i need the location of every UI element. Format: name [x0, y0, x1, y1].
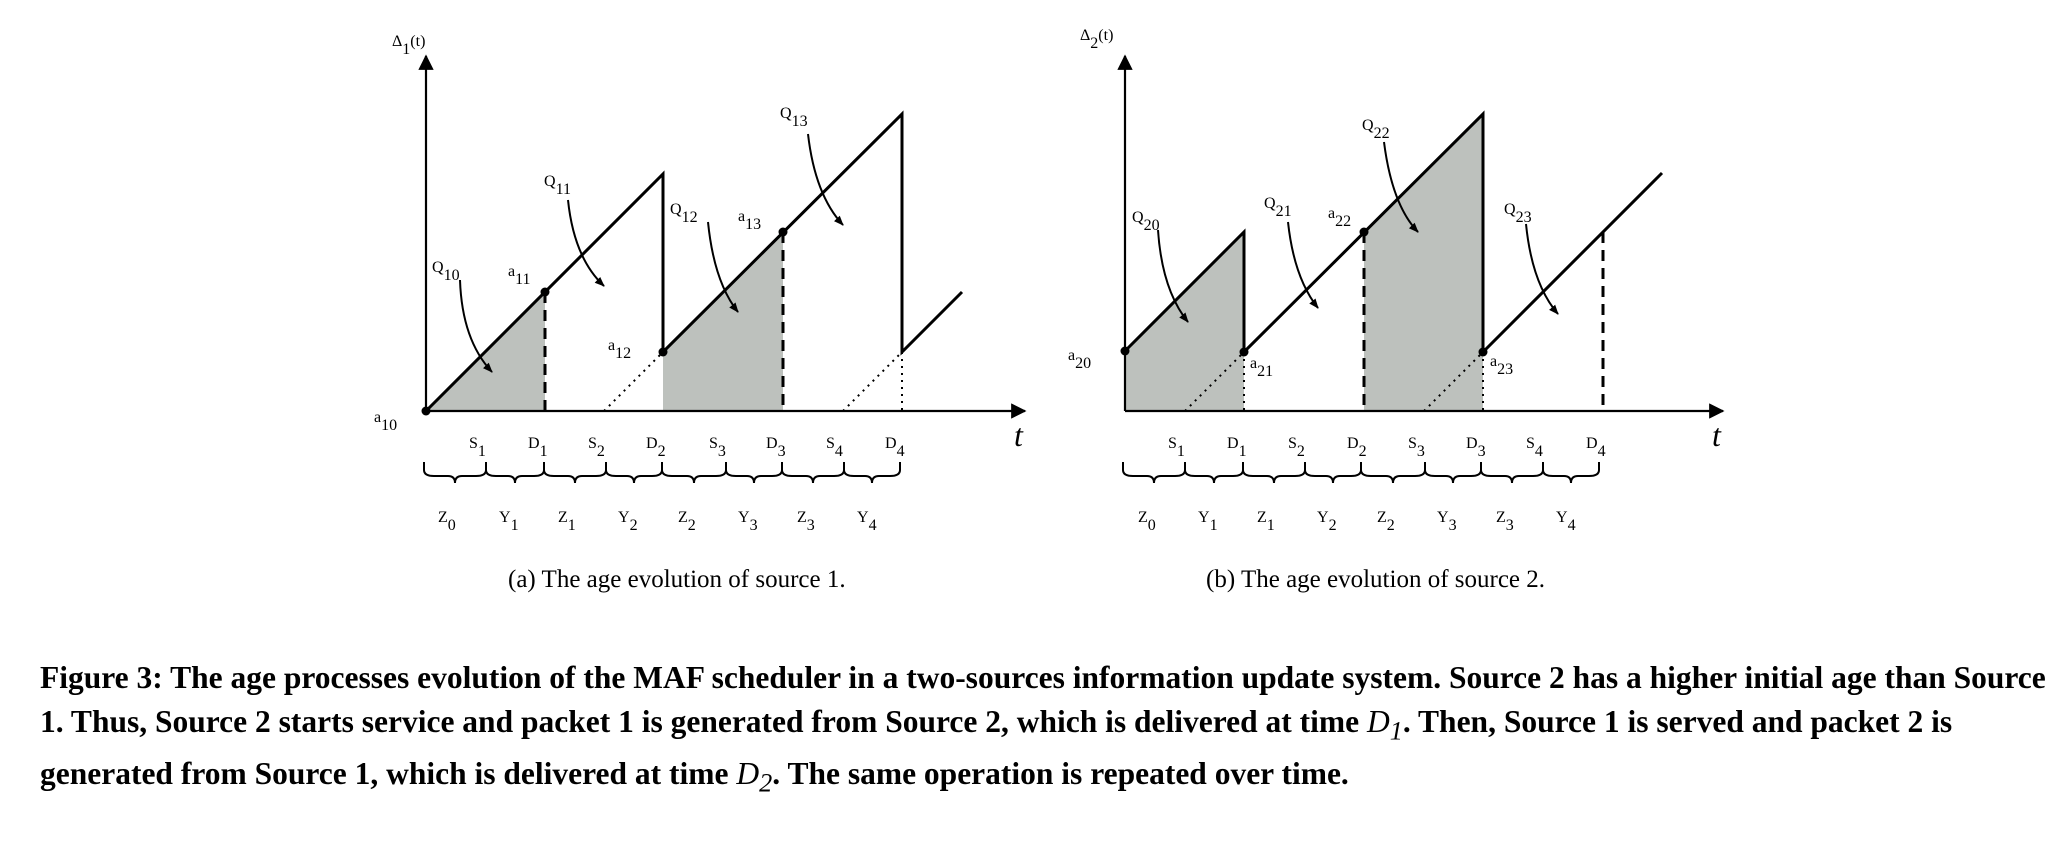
interval-y2: Y2	[618, 509, 638, 534]
label-a13: a13	[738, 208, 761, 233]
dotted-s4	[842, 351, 903, 412]
label-a23: a23	[1490, 353, 1513, 378]
area-q12	[663, 232, 783, 411]
interval-labels: Z0 Y1 Z1 Y2 Z2 Y3 Z3 Y4	[1138, 509, 1576, 534]
tick-d3: D3	[1466, 435, 1486, 460]
tick-s3: S3	[1408, 435, 1425, 460]
tick-d1: D1	[528, 435, 548, 460]
t-axis-label: t	[1014, 417, 1024, 453]
pointer-q11	[567, 199, 605, 287]
label-q11: Q11	[544, 173, 571, 198]
caption-part-2: . Then, Source 1 is served and packet 2 …	[40, 703, 1953, 792]
point-a21	[1239, 347, 1249, 357]
interval-z3: Z3	[797, 509, 815, 534]
interval-z0: Z0	[438, 509, 456, 534]
point-a10	[421, 406, 431, 416]
point-a20	[1120, 346, 1130, 356]
point-a11	[540, 287, 550, 297]
tick-d4: D4	[1586, 435, 1606, 460]
panel-a-caption: (a) The age evolution of source 1.	[508, 566, 846, 593]
y-axis-label: Δ2(t)	[1080, 27, 1113, 52]
interval-y4: Y4	[1556, 509, 1576, 534]
t-axis-label: t	[1712, 417, 1722, 453]
label-q20: Q20	[1132, 209, 1160, 234]
interval-z1: Z1	[1257, 509, 1275, 534]
interval-braces	[1122, 462, 1600, 484]
tick-d3: D3	[766, 435, 786, 460]
point-a13	[778, 227, 788, 237]
figure-caption: Figure 3: The age processes evolution of…	[40, 656, 2050, 805]
label-a20: a20	[1068, 347, 1091, 372]
label-q13: Q13	[780, 105, 808, 130]
interval-braces	[423, 462, 901, 484]
interval-z2: Z2	[1377, 509, 1395, 534]
interval-z3: Z3	[1496, 509, 1514, 534]
label-q22: Q22	[1362, 117, 1390, 142]
tick-s4: S4	[1526, 435, 1543, 460]
interval-y1: Y1	[1198, 509, 1218, 534]
interval-y4: Y4	[857, 509, 877, 534]
label-a12: a12	[608, 337, 631, 362]
interval-y3: Y3	[1437, 509, 1457, 534]
area-q20	[1125, 232, 1244, 411]
panel-b-caption: (b) The age evolution of source 2.	[1206, 566, 1545, 593]
point-a22	[1359, 227, 1369, 237]
interval-y1: Y1	[499, 509, 519, 534]
pointer-q10	[459, 279, 493, 373]
tick-d2: D2	[646, 435, 666, 460]
tick-s4: S4	[826, 435, 843, 460]
interval-labels: Z0 Y1 Z1 Y2 Z2 Y3 Z3 Y4	[438, 509, 877, 534]
label-a22: a22	[1328, 205, 1351, 230]
dotted-s2	[603, 351, 664, 412]
time-ticks: S1 D1 S2 D2 S3 D3 S4 D4	[1168, 435, 1606, 460]
caption-d1: D1	[1366, 703, 1403, 745]
pointer-q12	[707, 221, 739, 313]
tick-s2: S2	[1288, 435, 1305, 460]
point-a23	[1478, 347, 1488, 357]
panel-a: Δ1(t) a10 a11 a12 a13 Q10 Q11 Q12 Q13 t …	[374, 33, 1027, 593]
interval-y3: Y3	[738, 509, 758, 534]
interval-z0: Z0	[1138, 509, 1156, 534]
label-q10: Q10	[432, 259, 460, 284]
area-q22	[1364, 114, 1483, 411]
pointer-q13	[807, 133, 844, 226]
label-q12: Q12	[670, 201, 698, 226]
point-a12	[658, 347, 668, 357]
caption-part-3: . The same operation is repeated over ti…	[772, 756, 1349, 792]
pointer-q23	[1525, 223, 1559, 315]
caption-d2: D2	[736, 756, 773, 798]
tick-s3: S3	[709, 435, 726, 460]
time-ticks: S1 D1 S2 D2 S3 D3 S4 D4	[469, 435, 905, 460]
tick-s2: S2	[588, 435, 605, 460]
label-a21: a21	[1250, 355, 1273, 380]
tick-s1: S1	[1168, 435, 1185, 460]
pointer-q21	[1287, 221, 1319, 309]
y-axis-label: Δ1(t)	[392, 33, 425, 58]
panel-b: Δ2(t) a20 a21 a22 a23 Q20 Q21 Q22 Q23 t …	[1068, 27, 1725, 593]
interval-z1: Z1	[558, 509, 576, 534]
tick-d4: D4	[885, 435, 905, 460]
pointer-q20	[1157, 229, 1189, 323]
caption-part-1: Figure 3: The age processes evolution of…	[40, 660, 2046, 739]
label-q21: Q21	[1264, 195, 1292, 220]
tick-d2: D2	[1347, 435, 1367, 460]
interval-z2: Z2	[678, 509, 696, 534]
tick-s1: S1	[469, 435, 486, 460]
tick-d1: D1	[1227, 435, 1247, 460]
pointer-q22	[1383, 141, 1419, 233]
interval-y2: Y2	[1317, 509, 1337, 534]
figure-3-diagrams: Δ1(t) a10 a11 a12 a13 Q10 Q11 Q12 Q13 t …	[374, 27, 1725, 593]
label-q23: Q23	[1504, 201, 1532, 226]
label-a11: a11	[508, 263, 531, 288]
label-a10: a10	[374, 409, 397, 434]
